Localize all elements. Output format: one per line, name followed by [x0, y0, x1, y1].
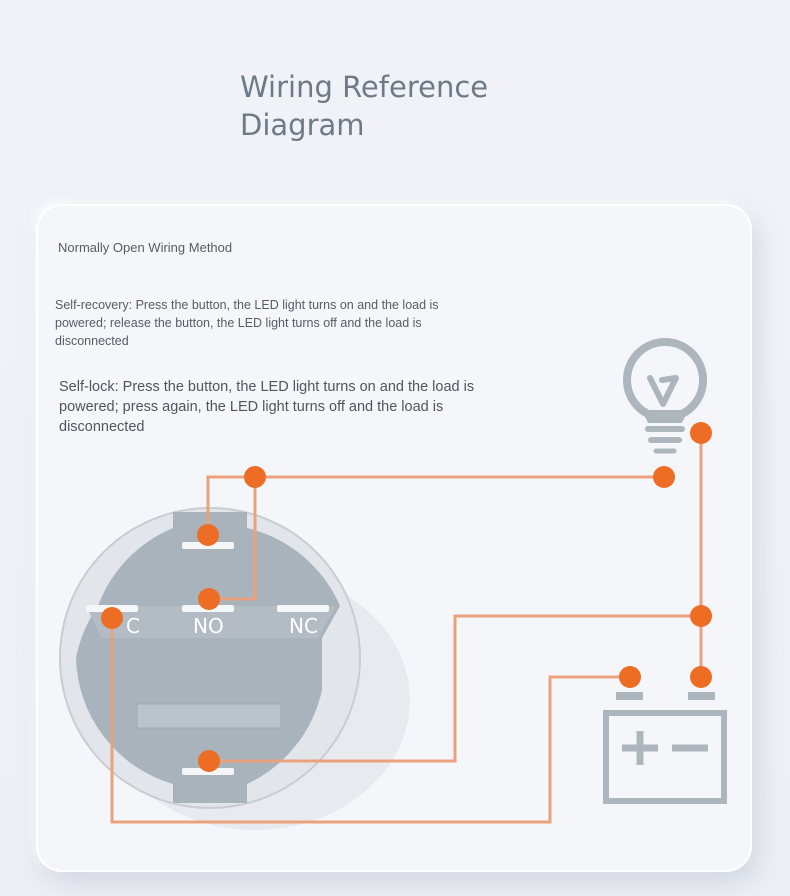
light-bulb-icon [623, 338, 707, 454]
battery-terminal-left [616, 692, 643, 700]
title-line-1: Wiring Reference [240, 70, 489, 104]
self-recovery-description: Self-recovery: Press the button, the LED… [55, 298, 439, 348]
page-title: Wiring Reference Diagram [240, 68, 520, 144]
terminal-band [86, 606, 336, 638]
wire-nodes [101, 422, 712, 772]
node-junction [690, 605, 712, 627]
node-top-bend [244, 466, 266, 488]
terminal-label-nc: NC [289, 614, 318, 638]
node-battery-right [690, 666, 712, 688]
wiring-method-subtitle: Normally Open Wiring Method [58, 240, 233, 255]
title-line-2: Diagram [240, 108, 365, 142]
battery-terminal-right [688, 692, 715, 700]
battery-icon [603, 692, 727, 804]
plus-icon [622, 731, 658, 765]
battery-body [603, 710, 727, 804]
pin-nc [277, 605, 329, 612]
self-lock-description: Self-lock: Press the button, the LED lig… [59, 379, 475, 435]
node-battery-left [619, 666, 641, 688]
terminal-label-no: NO [193, 614, 224, 638]
switch-slot [136, 703, 282, 729]
node-bulb-right [690, 422, 712, 444]
node-no-pin [198, 588, 220, 610]
wire-bottom-to-junction [209, 614, 701, 763]
node-top-pin [197, 524, 219, 546]
node-bottom-pin [198, 750, 220, 772]
switch-body [76, 512, 340, 803]
node-c-pin [101, 607, 123, 629]
wire-c-to-battery [110, 618, 630, 824]
wire-top-to-bulb [206, 475, 664, 535]
wires [110, 433, 703, 824]
terminal-label-c: C [126, 614, 140, 638]
wire-no-to-top [209, 477, 257, 601]
node-bulb-left [653, 466, 675, 488]
push-button-switch: C NO NC [59, 507, 361, 809]
